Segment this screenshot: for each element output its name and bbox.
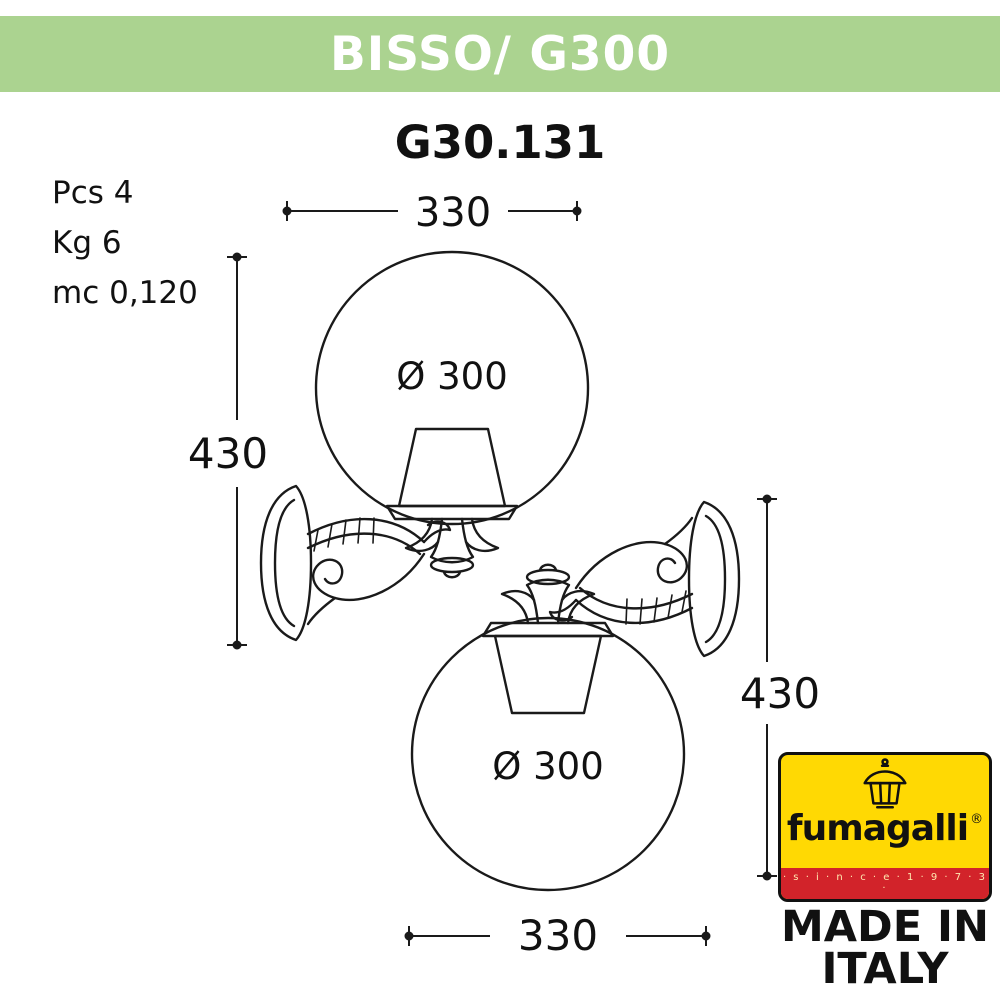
scroll-spiral (312, 552, 426, 602)
dim-bottom-width-label: 330 (518, 911, 598, 960)
dim-top-width-label: 330 (415, 190, 491, 236)
lamp-collar (397, 427, 507, 508)
dim-top-width: 330 (282, 190, 582, 236)
spec-list: Pcs 4 Kg 6 mc 0,120 (52, 168, 198, 318)
dim-right-height: 430 (740, 494, 820, 881)
spec-pcs: Pcs 4 (52, 175, 134, 211)
since-banner: · s · i · n · c · e · 1 · 9 · 7 · 3 · (781, 868, 989, 899)
dim-left-height-label: 430 (188, 429, 268, 478)
globe-top-diameter-label: Ø 300 (396, 355, 508, 398)
fumagalli-logo: fumagalli ® · s · i · n · c · e · 1 · 9 … (778, 752, 992, 995)
globe-bottom-diameter-label: Ø 300 (492, 745, 604, 788)
neck-base (429, 556, 475, 574)
registered-mark: ® (970, 812, 984, 827)
lamp-top (259, 250, 590, 642)
neck-curl-left (404, 517, 440, 553)
header-banner: BISSO/ G300 (0, 16, 1000, 92)
dim-left-height: 430 (188, 252, 268, 650)
wall-plate-inner (273, 498, 296, 628)
dim-bottom-width: 330 (404, 911, 711, 960)
made-in-line1: MADE IN (780, 902, 990, 952)
scroll-top-curl (422, 520, 452, 544)
neck-body (429, 517, 475, 564)
brand-wordmark: fumagalli (786, 808, 969, 849)
neck-finial (442, 570, 462, 579)
made-in-italy: MADE IN ITALY (778, 902, 992, 995)
lantern-icon (855, 758, 915, 814)
neck-curl-right (464, 517, 500, 553)
arm-rail-top (306, 517, 426, 544)
logo-box: fumagalli ® · s · i · n · c · e · 1 · 9 … (778, 752, 992, 902)
spec-kg: Kg 6 (52, 225, 122, 261)
page-title: BISSO/ G300 (329, 26, 671, 82)
product-code: G30.131 (394, 116, 606, 169)
lamp-flange (385, 504, 519, 521)
scroll-tail (306, 596, 337, 626)
arm-hatching (313, 517, 375, 552)
arm-rail-bottom (306, 532, 422, 556)
made-in-line2: ITALY (821, 944, 949, 995)
dim-right-height-label: 430 (740, 669, 820, 718)
globe-outline (314, 250, 590, 526)
spec-mc: mc 0,120 (52, 275, 198, 311)
